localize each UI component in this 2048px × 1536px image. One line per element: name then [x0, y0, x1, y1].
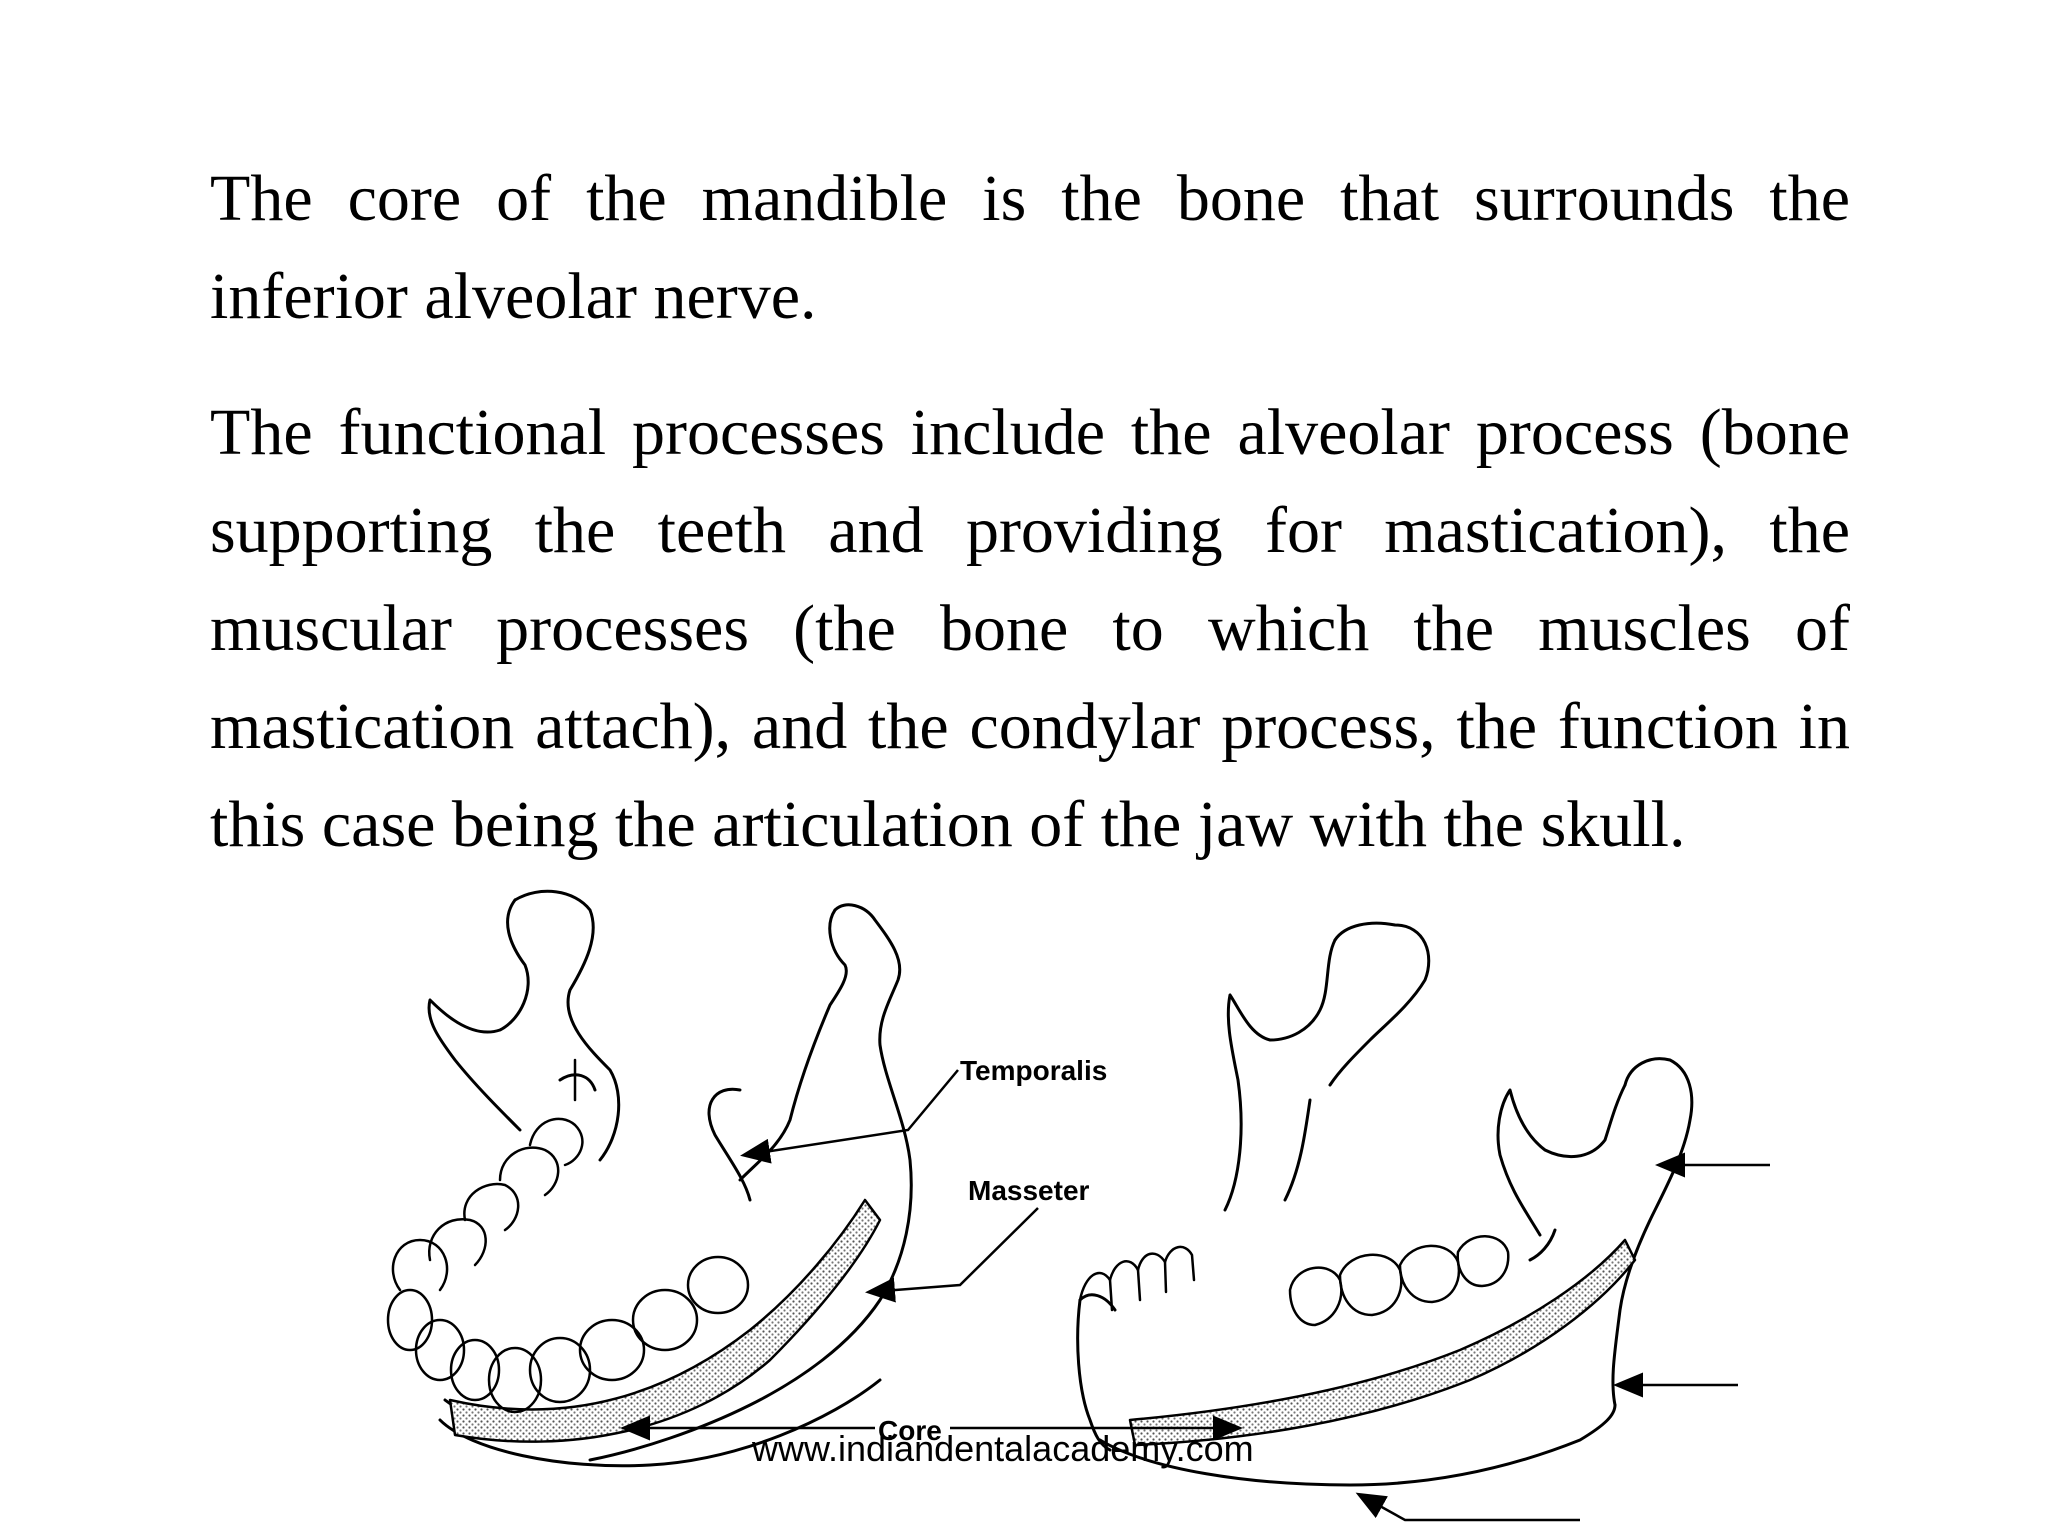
figure-annotations: Temporalis Masseter Core — [620, 1055, 1770, 1522]
label-core: Core — [878, 1415, 942, 1446]
watermark-text: www.indiandentalacademy.com — [752, 1428, 1254, 1469]
arrow-temporalis — [740, 1069, 959, 1164]
slide-body-text: The core of the mandible is the bone tha… — [210, 150, 1850, 874]
arrow-masseter — [865, 1207, 1039, 1303]
paragraph-functional-processes: The functional processes include the alv… — [210, 396, 1850, 861]
mandible-diagram: Temporalis Masseter Core — [0, 880, 2048, 1536]
mandible-illustration: Temporalis Masseter Core — [386, 889, 1770, 1522]
label-temporalis: Temporalis — [960, 1055, 1107, 1086]
paragraph-core-definition: The core of the mandible is the bone tha… — [210, 162, 1850, 333]
left-mandible-drawing — [386, 889, 913, 1468]
right-mandible-drawing — [1076, 921, 1694, 1487]
arrow-lower-border — [1355, 1492, 1580, 1522]
label-masseter: Masseter — [968, 1175, 1090, 1206]
